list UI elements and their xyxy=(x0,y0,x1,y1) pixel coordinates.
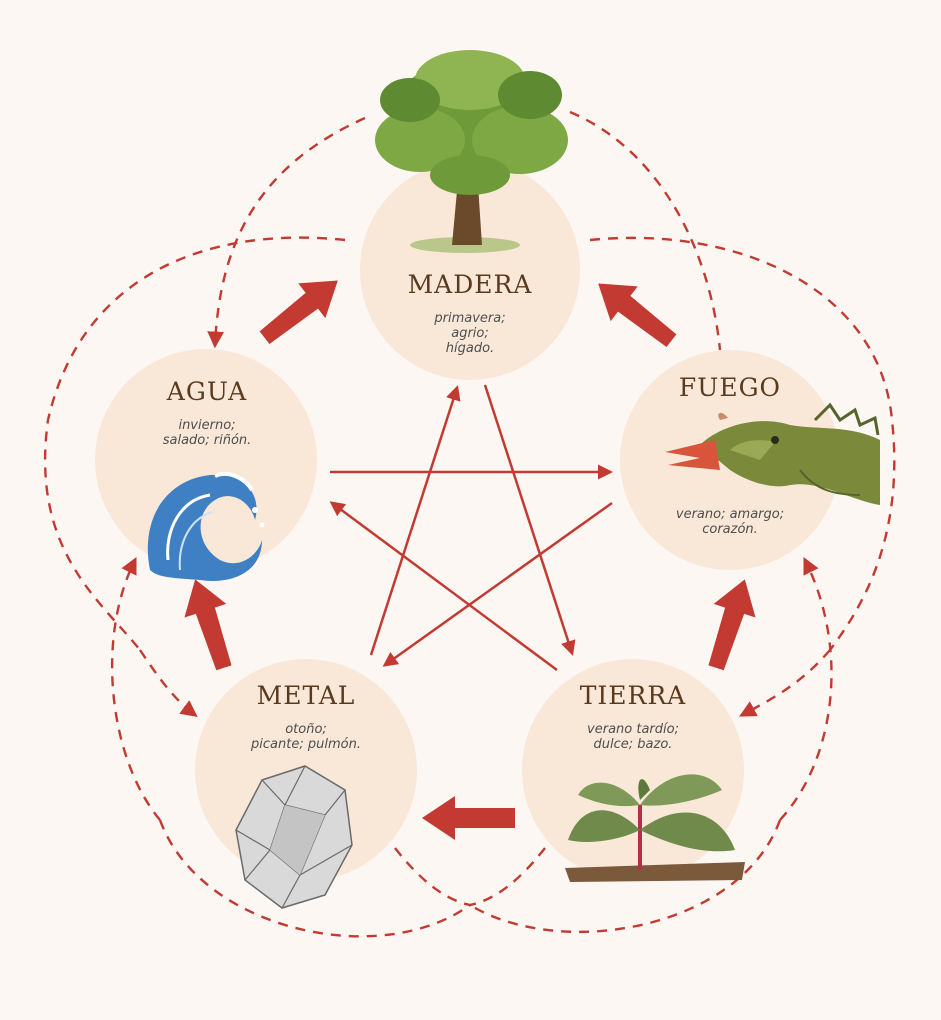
agua-title: AGUA xyxy=(166,377,247,406)
controlling-cycle xyxy=(329,384,613,672)
control-arrow-fuego-metal xyxy=(382,501,613,667)
agua-desc-line-2: salado; riñón. xyxy=(163,433,252,448)
fuego-desc-line-1: verano; amargo; xyxy=(676,507,784,522)
agua-label-group: AGUA invierno; salado; riñón. xyxy=(163,377,252,448)
tree-icon xyxy=(375,50,568,253)
dashed-arc xyxy=(110,556,161,821)
tierra-label-group: TIERRA verano tardío; dulce; bazo. xyxy=(580,681,687,752)
control-arrow-metal-madera xyxy=(369,385,461,656)
generating-cycle xyxy=(184,280,756,840)
madera-title: MADERA xyxy=(408,270,533,299)
generate-arrow-tierra-fuego xyxy=(708,579,756,671)
crystal-icon xyxy=(235,765,353,909)
dashed-arc xyxy=(779,556,833,821)
dashed-arc xyxy=(139,649,198,718)
metal-desc-line-2: picante; pulmón. xyxy=(250,737,361,752)
fuego-title: FUEGO xyxy=(679,373,781,402)
madera-label-group: MADERA primavera; agrio; hígado. xyxy=(408,270,533,356)
tierra-desc-line-2: dulce; bazo. xyxy=(594,737,673,752)
dragon-icon xyxy=(665,402,880,505)
agua-circle xyxy=(95,349,317,571)
wave-icon xyxy=(147,471,265,581)
dashed-arc xyxy=(469,847,546,907)
fuego-label-group: FUEGO verano; amargo; corazón. xyxy=(676,373,784,537)
generate-arrow-tierra-metal xyxy=(422,796,515,840)
dashed-arc xyxy=(158,819,471,938)
generate-arrow-fuego-madera-incoming xyxy=(598,283,677,348)
dashed-arc xyxy=(43,236,346,651)
plant-icon xyxy=(565,774,745,882)
madera-desc-line-3: hígado. xyxy=(446,341,494,356)
dashed-arc xyxy=(394,847,471,907)
agua-desc-line-1: invierno; xyxy=(178,418,235,433)
dashed-arc xyxy=(589,236,896,651)
dashed-cycle-arcs xyxy=(43,110,896,938)
control-arrow-tierra-agua xyxy=(329,501,558,672)
generate-arrow-agua-madera xyxy=(259,280,338,345)
dashed-arc xyxy=(207,116,366,349)
metal-desc-line-1: otoño; xyxy=(285,722,327,737)
fuego-desc-line-2: corazón. xyxy=(702,522,758,537)
madera-desc-line-2: agrio; xyxy=(451,326,489,341)
dashed-arc xyxy=(469,819,782,934)
dashed-arc xyxy=(569,110,722,351)
tierra-title: TIERRA xyxy=(580,681,687,710)
metal-label-group: METAL otoño; picante; pulmón. xyxy=(250,681,361,752)
metal-title: METAL xyxy=(257,681,356,710)
control-arrow-madera-tierra xyxy=(483,384,576,656)
madera-desc-line-1: primavera; xyxy=(433,311,505,326)
dashed-arc xyxy=(739,649,831,717)
madera-circle xyxy=(360,160,580,380)
tierra-desc-line-1: verano tardío; xyxy=(587,722,679,737)
generate-arrow-metal-agua xyxy=(184,579,232,671)
